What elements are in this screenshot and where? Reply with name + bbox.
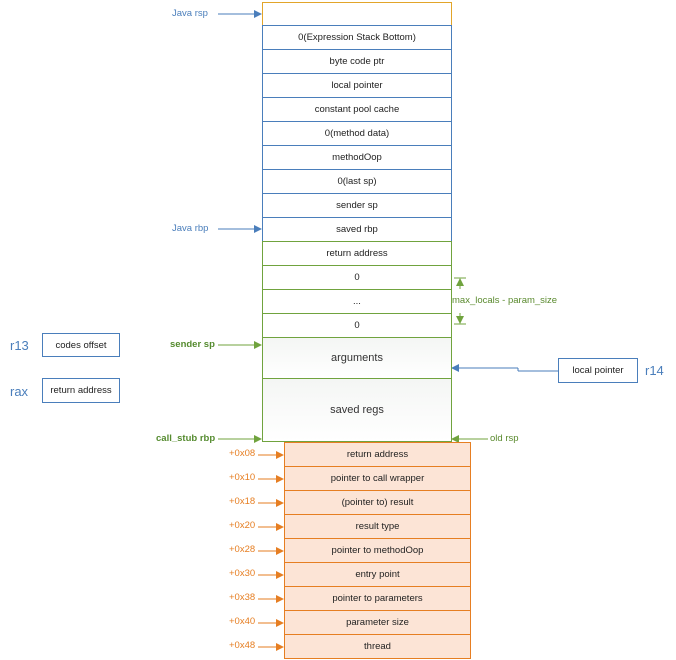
frame-slot-last-sp: 0(last sp) <box>262 169 452 194</box>
offset-arrows <box>258 451 284 651</box>
local-slot-0-bottom: 0 <box>262 313 452 338</box>
call-stub-offset-label: +0x20 <box>229 520 256 531</box>
java-rsp-label: Java rsp <box>172 8 208 19</box>
call-stub-entry: return address <box>284 442 471 467</box>
frame-slot-return-address: return address <box>262 241 452 266</box>
arguments-block: arguments <box>262 337 452 379</box>
old-rsp-label: old rsp <box>490 433 519 444</box>
call-stub-entry: thread <box>284 634 471 659</box>
local-slot-0-top: 0 <box>262 265 452 290</box>
call-stub-entry: (pointer to) result <box>284 490 471 515</box>
rax-return-address-box: return address <box>42 378 120 403</box>
frame-slot-local-pointer: local pointer <box>262 73 452 98</box>
frame-top-slot <box>262 2 452 26</box>
frame-slot-constant-pool-cache: constant pool cache <box>262 97 452 122</box>
r13-register-label: r13 <box>10 338 29 353</box>
r14-local-pointer-box: local pointer <box>558 358 638 383</box>
locals-size-note: max_locals - param_size <box>452 295 558 306</box>
r13-codes-offset-box: codes offset <box>42 333 120 357</box>
call-stub-offset-label: +0x10 <box>229 472 256 483</box>
call-stub-entry: result type <box>284 514 471 539</box>
call-stub-entry: pointer to parameters <box>284 586 471 611</box>
call-stub-offset-label: +0x38 <box>229 592 256 603</box>
call-stub-entry: entry point <box>284 562 471 587</box>
frame-slot-sender-sp: sender sp <box>262 193 452 218</box>
r14-register-label: r14 <box>645 363 664 378</box>
call-stub-entry: pointer to call wrapper <box>284 466 471 491</box>
call-stub-entry: pointer to methodOop <box>284 538 471 563</box>
call-stub-offset-label: +0x28 <box>229 544 256 555</box>
call-stub-offset-label: +0x40 <box>229 616 256 627</box>
call-stub-offset-label: +0x18 <box>229 496 256 507</box>
frame-slot-saved-rbp: saved rbp <box>262 217 452 242</box>
saved-regs-block: saved regs <box>262 378 452 442</box>
frame-slot-method-data: 0(method data) <box>262 121 452 146</box>
local-slot-ellipsis: ... <box>262 289 452 314</box>
frame-slot-expression-stack-bottom: 0(Expression Stack Bottom) <box>262 25 452 50</box>
call-stub-offset-label: +0x08 <box>229 448 256 459</box>
frame-slot-methodoop: methodOop <box>262 145 452 170</box>
sender-sp-label: sender sp <box>170 339 215 350</box>
java-rbp-label: Java rbp <box>172 223 209 234</box>
call-stub-offset-label: +0x48 <box>229 640 256 651</box>
call-stub-offset-label: +0x30 <box>229 568 256 579</box>
frame-slot-byte-code-ptr: byte code ptr <box>262 49 452 74</box>
rax-register-label: rax <box>10 384 29 399</box>
call-stub-rbp-label: call_stub rbp <box>156 433 216 444</box>
call-stub-entry: parameter size <box>284 610 471 635</box>
